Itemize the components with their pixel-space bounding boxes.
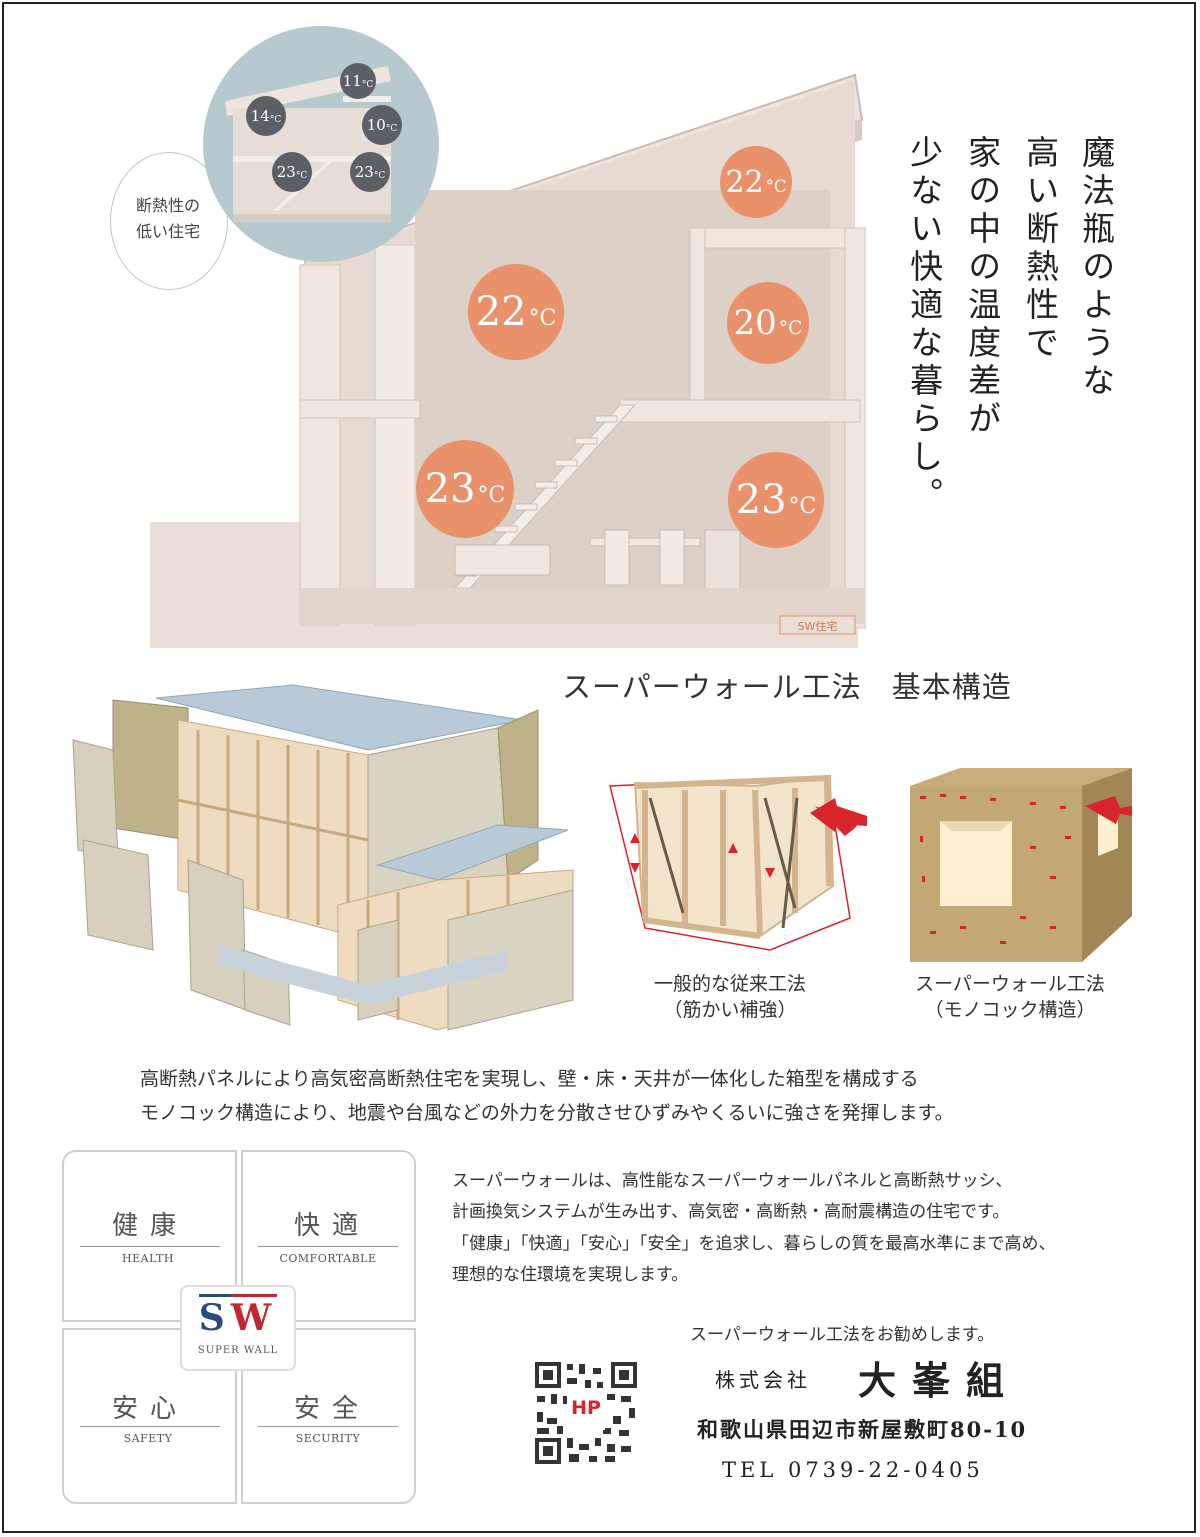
feature-security-jp: 安全	[293, 1394, 370, 1424]
headline-line-4: 少ない快適な暮らし。	[904, 135, 944, 515]
logo-letter-w: W	[230, 1294, 278, 1339]
qr-hp-label: HP	[571, 1397, 601, 1419]
feature-comfortable-divider	[258, 1246, 398, 1247]
feature-comfortable-en: COMFORTABLE	[279, 1252, 377, 1265]
low-insulation-inset	[203, 26, 439, 262]
feature-security-en: SECURITY	[295, 1432, 361, 1445]
inset-temp-10: 10°C	[362, 105, 402, 145]
superwall-caption: スーパーウォール工法 （モノコック構造）	[915, 973, 1105, 1021]
temp-bubble-loft: 22°C	[720, 146, 792, 218]
structure-title: スーパーウォール工法 基本構造	[562, 670, 1012, 704]
feature-health-divider	[80, 1246, 220, 1247]
headline-line-2: 高い断熱性で	[1020, 135, 1060, 363]
inset-temp-14: 14°C	[246, 96, 286, 136]
inset-temp-11: 11°C	[340, 63, 376, 99]
feature-security-divider	[258, 1426, 398, 1427]
company-name: 大峯組	[858, 1358, 1021, 1403]
feature-comfortable-jp: 快適	[293, 1211, 370, 1241]
inset-temp-23-right: 23°C	[350, 152, 390, 192]
recommend-text: スーパーウォール工法をお勧めします。	[690, 1325, 995, 1345]
feature-safety-jp: 安心	[111, 1394, 188, 1424]
temp-bubble-upper-right: 20°C	[727, 282, 809, 364]
super-wall-logo: SW SUPER WALL	[180, 1285, 296, 1371]
superwall-paragraph: スーパーウォールは、高性能なスーパーウォールパネルと高断熱サッシ、 計画換気シス…	[452, 1171, 1056, 1286]
headline-line-3: 家の中の温度差が	[962, 135, 1002, 439]
conventional-frame-illustration	[609, 774, 867, 951]
feature-safety-divider	[80, 1426, 220, 1427]
super-wall-logo-sub: SUPER WALL	[197, 1345, 279, 1356]
company-type: 株式会社	[715, 1368, 811, 1392]
headline-line-1: 魔法瓶のような	[1076, 135, 1116, 401]
temp-bubble-upper-left: 22°C	[468, 264, 564, 360]
inset-temp-23-left: 23°C	[272, 152, 312, 192]
low-insulation-label: 断熱性の 低い住宅	[135, 196, 200, 241]
logo-letter-s: S	[198, 1294, 231, 1339]
temp-bubble-lower-left: 23°C	[416, 440, 514, 538]
super-wall-logo-letters: SW	[182, 1294, 294, 1339]
company-address: 和歌山県田辺市新屋敷町80-10	[697, 1417, 1028, 1442]
monocoque-illustration	[910, 768, 1132, 962]
feature-health-en: HEALTH	[122, 1252, 174, 1265]
qr-code[interactable]	[533, 1360, 639, 1466]
exploded-structure-illustration	[72, 684, 574, 1031]
conventional-caption: 一般的な従来工法 （筋かい補強）	[653, 973, 806, 1021]
company-tel: TEL 0739-22-0405	[722, 1458, 984, 1482]
structure-description: 高断熱パネルにより高気密高断熱住宅を実現し、壁・床・天井が一体化した箱型を構成す…	[140, 1068, 954, 1125]
feature-safety-en: SAFETY	[123, 1432, 173, 1445]
feature-health-jp: 健康	[111, 1211, 188, 1241]
sw-house-label: SW住宅	[797, 620, 838, 633]
temp-bubble-lower-right: 23°C	[728, 452, 824, 548]
